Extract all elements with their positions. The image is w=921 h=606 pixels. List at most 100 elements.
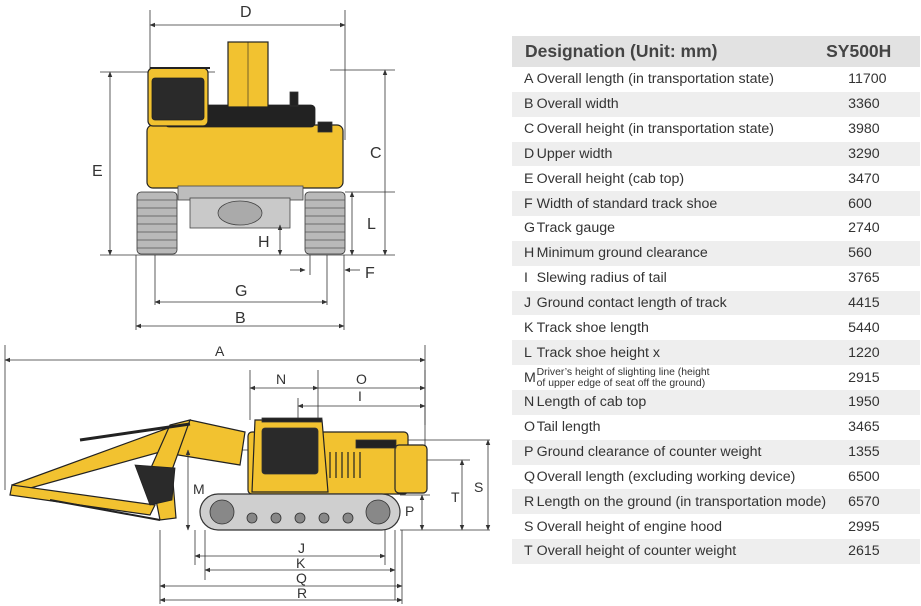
dim-letter-p: P [405,503,414,519]
dim-letter-s: S [474,479,483,495]
row-value: 3470 [826,166,920,192]
row-label: Minimum ground clearance [536,240,827,266]
dim-letter-q: Q [296,570,307,586]
row-value: 6500 [826,464,920,490]
dim-letter-a: A [215,343,225,359]
row-label: Length of cab top [536,389,827,415]
row-letter: K [512,315,537,341]
row-label: Tail length [536,414,827,440]
dim-letter-k: K [296,555,306,571]
row-letter: N [512,389,537,415]
row-value: 1220 [826,340,920,366]
row-label: Width of standard track shoe [536,191,827,217]
row-value: 1950 [826,389,920,415]
row-label: Upper width [536,141,827,167]
row-letter: P [512,439,537,465]
row-label: Track shoe length [536,315,827,341]
dim-letter-h: H [258,234,270,251]
row-value: 3980 [826,116,920,142]
row-value: 2995 [826,514,920,540]
row-letter: H [512,240,537,266]
row-label: Overall height of counter weight [536,539,827,564]
row-label: Driver’s height of slighting line (heigh… [536,365,827,390]
row-value: 6570 [826,489,920,515]
row-value: 1355 [826,439,920,465]
row-letter: M [512,365,537,390]
row-value: 2740 [826,216,920,241]
row-letter: D [512,141,537,167]
dim-letter-o: O [356,371,367,387]
model-header: SY500H [826,36,920,67]
dim-letter-r: R [297,585,307,601]
row-value: 4415 [826,290,920,316]
dim-letter-e: E [92,163,103,180]
row-letter: L [512,340,537,366]
dim-letter-g: G [235,283,247,300]
dim-letter-n: N [276,371,286,387]
front-view: D E C L H F G B [92,4,395,330]
row-label: Ground clearance of counter weight [536,439,827,465]
dim-letter-c: C [370,145,382,162]
dim-letter-m: M [193,481,205,497]
row-letter: R [512,489,537,515]
row-letter: C [512,116,537,142]
row-label: Length on the ground (in transportation … [536,489,827,515]
row-label: Ground contact length of track [536,290,827,316]
row-value: 600 [826,191,920,217]
row-label: Overall length (in transportation state) [536,67,827,92]
side-view: A N O I M P T S J K Q R [4,343,491,604]
dim-letter-t: T [451,489,460,505]
dim-letter-b: B [235,310,246,327]
row-letter: J [512,290,537,316]
dim-letter-f: F [365,265,375,282]
row-value: 3765 [826,265,920,291]
row-label: Overall height (cab top) [536,166,827,192]
row-value: 3465 [826,414,920,440]
row-label: Track gauge [536,216,827,241]
row-letter: A [512,67,537,92]
row-letter: E [512,166,537,192]
row-letter: S [512,514,537,540]
row-letter: B [512,91,537,117]
dim-letter-l: L [367,216,376,233]
row-letter: F [512,191,537,217]
dim-letter-i: I [358,388,362,404]
row-letter: T [512,539,537,564]
row-letter: Q [512,464,537,490]
dim-letter-j: J [298,540,305,556]
row-value: 560 [826,240,920,266]
row-letter: O [512,414,537,440]
row-label: Overall width [536,91,827,117]
dim-letter-d: D [240,4,252,21]
row-label: Overall height of engine hood [536,514,827,540]
row-label: Overall height (in transportation state) [536,116,827,142]
row-label: Overall length (excluding working device… [536,464,827,490]
row-value: 2915 [826,365,920,390]
row-value: 11700 [826,67,920,92]
excavator-dimension-drawing: D E C L H F G B [4,4,491,604]
row-value: 2615 [826,539,920,564]
row-value: 3290 [826,141,920,167]
row-label-line2: of upper edge of seat off the ground) [536,377,706,389]
